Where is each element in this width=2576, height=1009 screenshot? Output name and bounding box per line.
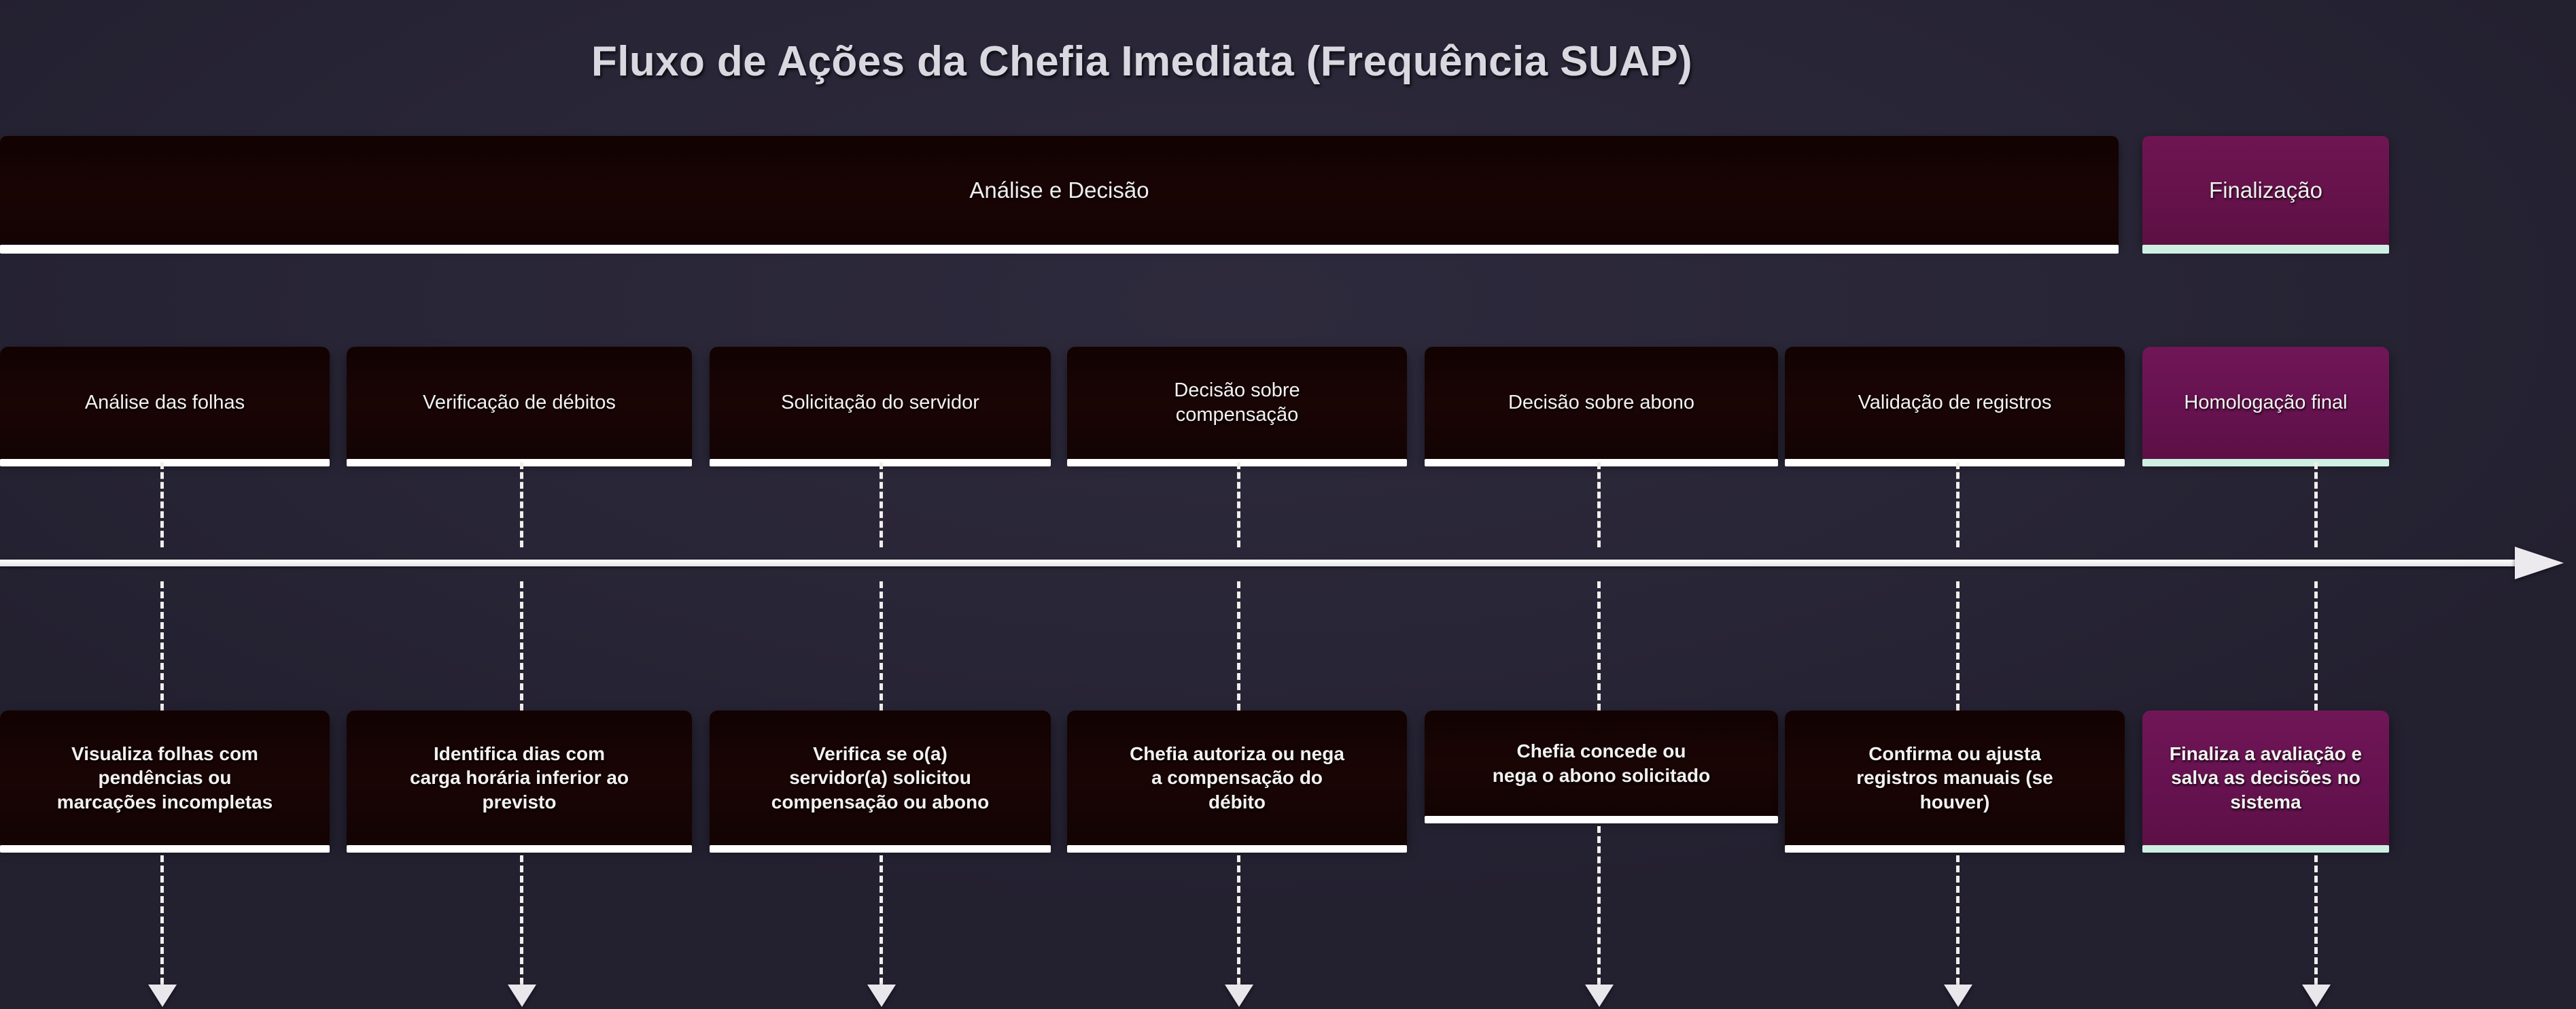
timeline-arrow xyxy=(0,544,2576,585)
step-card-verificacao-de-debitos[interactable]: Verificação de débitos xyxy=(347,347,692,466)
connector-line xyxy=(880,581,883,711)
down-arrow-head-icon xyxy=(1585,985,1614,1007)
connector-line xyxy=(1956,462,1960,547)
card-underline xyxy=(1785,459,2125,466)
connector-line xyxy=(2314,462,2318,547)
connector-line xyxy=(2314,581,2318,711)
desc-card-decisao-sobre-abono[interactable]: Chefia concede ou nega o abono solicitad… xyxy=(1425,711,1778,823)
step-description: Identifica dias com carga horária inferi… xyxy=(409,743,629,813)
card-underline xyxy=(1425,459,1778,466)
step-title: Verificação de débitos xyxy=(423,391,616,413)
step-description: Finaliza a avaliação e salva as decisões… xyxy=(2169,743,2363,813)
phase-header-band: Análise e Decisão Finalização xyxy=(0,136,2576,262)
diagram-title: Fluxo de Ações da Chefia Imediata (Frequ… xyxy=(0,0,2576,122)
step-card-decisao-sobre-compensacao[interactable]: Decisão sobre compensação xyxy=(1067,347,1407,466)
step-card-solicitacao-do-servidor[interactable]: Solicitação do servidor xyxy=(710,347,1051,466)
connector-line xyxy=(1956,581,1960,711)
connector-line xyxy=(160,581,164,711)
connector-line xyxy=(1237,462,1240,547)
card-underline xyxy=(1067,845,1407,853)
step-title: Homologação final xyxy=(2184,391,2348,413)
connector-line xyxy=(160,855,164,985)
timeline-arrow-head-icon xyxy=(2515,547,2564,579)
step-description: Confirma ou ajusta registros manuais (se… xyxy=(1856,743,2053,813)
connector-line xyxy=(1956,855,1960,985)
connector-line xyxy=(1597,826,1601,985)
desc-card-homologacao-final[interactable]: Finaliza a avaliação e salva as decisões… xyxy=(2142,711,2389,853)
card-underline xyxy=(347,459,692,466)
desc-card-validacao-de-registros[interactable]: Confirma ou ajusta registros manuais (se… xyxy=(1785,711,2125,853)
down-arrow-head-icon xyxy=(508,985,536,1007)
phase-underline xyxy=(2142,245,2389,254)
desc-card-verificacao-de-debitos[interactable]: Identifica dias com carga horária inferi… xyxy=(347,711,692,853)
connector-line xyxy=(520,581,523,711)
card-underline xyxy=(1425,816,1778,823)
card-underline xyxy=(347,845,692,853)
step-title: Validação de registros xyxy=(1858,391,2052,413)
connector-line xyxy=(1237,855,1240,985)
connector-line xyxy=(520,462,523,547)
phase-header-finalizacao: Finalização xyxy=(2142,136,2389,254)
step-title: Solicitação do servidor xyxy=(781,391,979,413)
connector-line xyxy=(1237,581,1240,711)
down-arrow-head-icon xyxy=(1225,985,1253,1007)
step-title: Decisão sobre compensação xyxy=(1174,379,1300,426)
phase-label: Análise e Decisão xyxy=(969,177,1149,203)
desc-card-analise-das-folhas[interactable]: Visualiza folhas com pendências ou marca… xyxy=(0,711,330,853)
step-description: Verifica se o(a) servidor(a) solicitou c… xyxy=(771,743,990,813)
step-description: Chefia autoriza ou nega a compensação do… xyxy=(1130,743,1344,813)
step-title: Análise das folhas xyxy=(84,391,245,413)
step-title: Decisão sobre abono xyxy=(1508,391,1695,413)
connector-line xyxy=(160,462,164,547)
timeline-arrow-shaft xyxy=(0,560,2525,566)
phase-underline xyxy=(0,245,2119,254)
connector-line xyxy=(880,855,883,985)
down-arrow-head-icon xyxy=(1944,985,1972,1007)
connector-line xyxy=(520,855,523,985)
connector-line xyxy=(1597,462,1601,547)
step-description: Chefia concede ou nega o abono solicitad… xyxy=(1492,740,1711,786)
desc-card-solicitacao-do-servidor[interactable]: Verifica se o(a) servidor(a) solicitou c… xyxy=(710,711,1051,853)
connector-line xyxy=(880,462,883,547)
connector-line xyxy=(2314,855,2318,985)
down-arrow-head-icon xyxy=(2302,985,2331,1007)
step-description: Visualiza folhas com pendências ou marca… xyxy=(56,743,273,813)
page-title: Fluxo de Ações da Chefia Imediata (Frequ… xyxy=(591,37,1693,85)
card-underline xyxy=(0,845,330,853)
card-underline xyxy=(710,845,1051,853)
card-underline xyxy=(2142,459,2389,466)
phase-header-analise-e-decisao: Análise e Decisão xyxy=(0,136,2119,254)
card-underline xyxy=(1785,845,2125,853)
step-card-validacao-de-registros[interactable]: Validação de registros xyxy=(1785,347,2125,466)
step-card-homologacao-final[interactable]: Homologação final xyxy=(2142,347,2389,466)
desc-card-decisao-sobre-compensacao[interactable]: Chefia autoriza ou nega a compensação do… xyxy=(1067,711,1407,853)
card-underline xyxy=(2142,845,2389,853)
step-card-decisao-sobre-abono[interactable]: Decisão sobre abono xyxy=(1425,347,1778,466)
down-arrow-head-icon xyxy=(148,985,177,1007)
connector-line xyxy=(1597,581,1601,711)
card-underline xyxy=(0,459,330,466)
phase-label: Finalização xyxy=(2209,177,2322,203)
down-arrow-head-icon xyxy=(867,985,896,1007)
step-card-analise-das-folhas[interactable]: Análise das folhas xyxy=(0,347,330,466)
